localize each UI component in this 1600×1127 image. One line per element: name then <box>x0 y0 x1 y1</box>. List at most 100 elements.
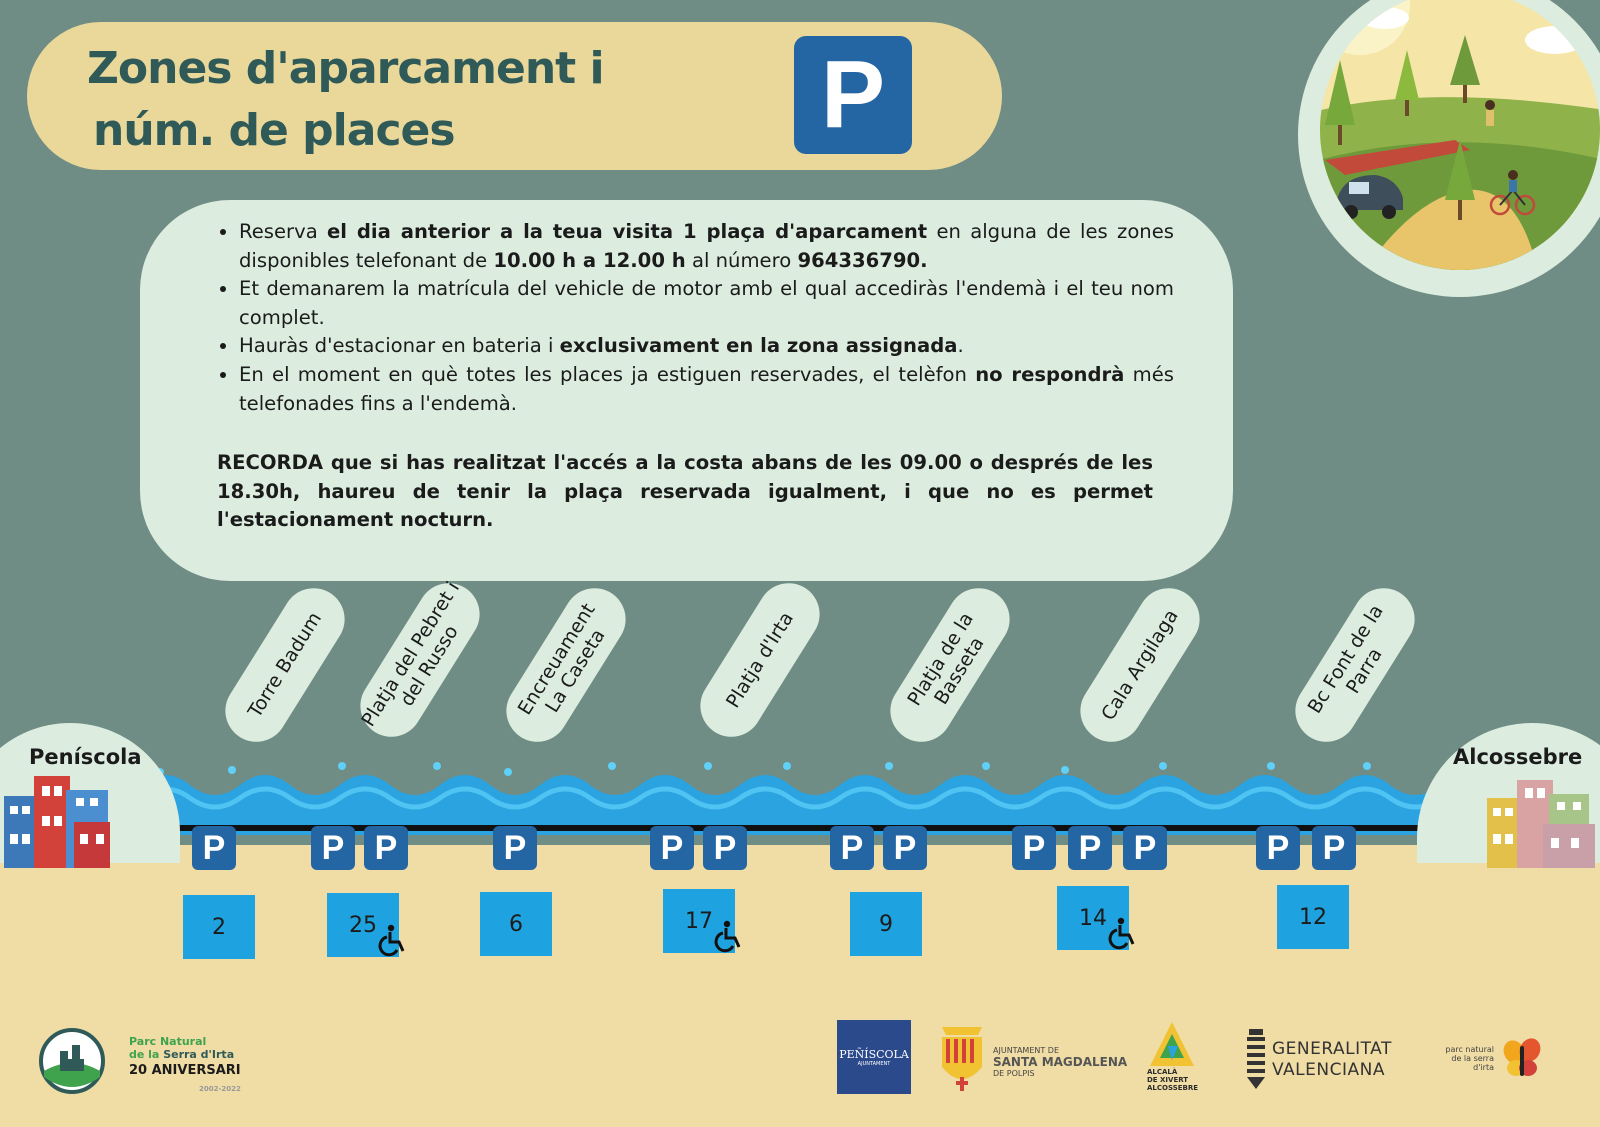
butterfly-icon <box>1503 1038 1541 1076</box>
zone-name: Cala Argilaga <box>1097 605 1183 725</box>
generalitat-valenciana-emblem-icon <box>1247 1029 1265 1089</box>
zone-name-bubble: Cala Argilaga <box>1068 576 1212 754</box>
santa-magdalena-logo-text: AJUNTAMENT DE SANTA MAGDALENA DE POLPIS <box>993 1046 1127 1079</box>
wheelchair-accessible-icon <box>713 919 747 953</box>
pn-line-2: de la serra <box>1451 1054 1494 1063</box>
instruction-text: . <box>957 334 964 358</box>
parc-years: 2002-2022 <box>199 1085 241 1093</box>
pn-line-3: d'irta <box>1473 1063 1494 1072</box>
zone-name-bubble: Encreuament La Caseta <box>494 576 638 754</box>
zone-name: Platja d'Irta <box>721 608 799 712</box>
zone-name: Torre Badum <box>243 608 327 722</box>
parc-line-1: Parc Natural <box>129 1035 207 1048</box>
zone-name: Platja de la Basseta <box>903 608 989 710</box>
instructions-list: Reserva el dia anterior a la teua visita… <box>217 218 1174 418</box>
spaces-number: 12 <box>1299 904 1327 930</box>
title-line-2: núm. de places <box>93 105 456 156</box>
parc-natural-small-logo-text: parc natural de la serra d'irta <box>1438 1045 1494 1072</box>
spaces-number: 25 <box>349 912 377 938</box>
serra-irta-anniversary-logo-icon <box>39 1028 105 1094</box>
parking-marker-icon: P <box>830 826 874 870</box>
coastline-route <box>126 762 1475 844</box>
peniscola-logo-text: PEÑÍSCOLA <box>839 1047 909 1061</box>
parking-marker-icon: P <box>650 826 694 870</box>
alcala-xivert-logo-icon <box>1150 1022 1194 1066</box>
instruction-item: Reserva el dia anterior a la teua visita… <box>239 218 1174 275</box>
parking-spaces-count: 25 <box>327 893 399 957</box>
parking-spaces-count: 12 <box>1277 885 1349 949</box>
parking-spaces-count: 2 <box>183 895 255 959</box>
parc-line-2a: de la <box>129 1048 160 1061</box>
title-line-1: Zones d'aparcament i <box>87 43 605 94</box>
peniscola-logo-sub: AJUNTAMENT <box>857 1060 891 1067</box>
alcala-logo-text: ALCALÀ DE XIVERT ALCOSSEBRE <box>1147 1068 1198 1092</box>
instruction-bold-text: no respondrà <box>975 362 1125 386</box>
parking-marker-icon: P <box>703 826 747 870</box>
reminder-text: RECORDA que si has realitzat l'accés a l… <box>217 451 1153 532</box>
parking-spaces-count: 6 <box>480 892 552 956</box>
end-town-label: Alcossebre <box>1453 745 1583 769</box>
parking-marker-icon: P <box>192 826 236 870</box>
instruction-text: al número <box>685 248 798 272</box>
santa-line-3: DE POLPIS <box>993 1069 1035 1078</box>
spaces-number: 17 <box>685 908 713 934</box>
instruction-text: més telefonades fins a l'endemà. <box>239 362 1175 415</box>
alcala-line-1: ALCALÀ <box>1147 1068 1178 1076</box>
instruction-bold-text: 964336790. <box>797 248 928 272</box>
instruction-bold-text: 10.00 h a 12.00 h <box>493 248 686 272</box>
parking-marker-icon: P <box>493 826 537 870</box>
spaces-number: 14 <box>1079 905 1107 931</box>
instruction-text: En el moment en què totes les places ja … <box>239 362 976 386</box>
zone-name-bubble: Torre Badum <box>213 576 357 754</box>
parking-marker-icon: P <box>364 826 408 870</box>
zone-name: Platja del Pebret i del Russo <box>357 577 465 731</box>
spaces-number: 2 <box>212 914 226 940</box>
spaces-number: 9 <box>879 911 893 937</box>
generalitat-valenciana-logo-text: GENERALITAT VALENCIANA <box>1272 1039 1392 1081</box>
zone-name: Bc Font de la Parra <box>1303 600 1388 718</box>
zone-name: Encreuament La Caseta <box>513 599 610 719</box>
parking-marker-icon: P <box>1123 826 1167 870</box>
instruction-text: Hauràs d'estacionar en bateria i <box>239 334 560 358</box>
info-panel: Reserva el dia anterior a la teua visita… <box>140 200 1233 581</box>
parc-natural-logo-text: Parc Natural de la Serra d'Irta 20 ANIVE… <box>129 1035 241 1096</box>
instruction-text: en alguna de les zones disponibles telef… <box>239 220 1174 272</box>
zone-name-bubble: Platja del Pebret i del Russo <box>348 571 492 749</box>
zone-name-bubble: Platja de la Basseta <box>878 576 1022 754</box>
gv-line-2: VALENCIANA <box>1272 1060 1385 1080</box>
start-town-label: Peníscola <box>29 745 142 769</box>
parking-marker-icon: P <box>883 826 927 870</box>
instruction-bold-text: el dia anterior a la teua visita 1 plaça… <box>327 220 928 243</box>
instruction-text: Et demanarem la matrícula del vehicle de… <box>239 277 1174 329</box>
alcossebre-town-illustration <box>1487 780 1595 868</box>
zone-name-bubble: Bc Font de la Parra <box>1283 576 1427 754</box>
parking-marker-icon: P <box>1256 826 1300 870</box>
parking-spaces-count: 17 <box>663 889 735 953</box>
parc-line-3: 20 ANIVERSARI <box>129 1063 241 1078</box>
santa-magdalena-shield-icon <box>942 1027 982 1091</box>
alcala-line-2: DE XIVERT <box>1147 1076 1189 1084</box>
instruction-item: Hauràs d'estacionar en bateria i exclusi… <box>239 332 1174 361</box>
landscape-illustration <box>1298 0 1600 297</box>
instruction-item: Et demanarem la matrícula del vehicle de… <box>239 275 1174 332</box>
parking-marker-icon: P <box>311 826 355 870</box>
santa-line-2: SANTA MAGDALENA <box>993 1055 1128 1069</box>
pn-line-1: parc natural <box>1445 1045 1494 1054</box>
instruction-bold-text: exclusivament en la zona assignada <box>559 334 958 358</box>
page-title: Zones d'aparcament i núm. de places <box>87 38 707 162</box>
spaces-number: 6 <box>509 911 523 937</box>
parking-marker-icon: P <box>1312 826 1356 870</box>
parking-marker-icon: P <box>1068 826 1112 870</box>
wheelchair-accessible-icon <box>377 923 411 957</box>
wheelchair-accessible-icon <box>1107 916 1141 950</box>
peniscola-council-logo: PEÑÍSCOLA AJUNTAMENT <box>837 1020 911 1094</box>
santa-line-1: AJUNTAMENT DE <box>993 1046 1059 1055</box>
instruction-item: En el moment en què totes les places ja … <box>239 361 1174 418</box>
parc-line-2b: Serra d'Irta <box>159 1048 235 1061</box>
parking-spaces-count: 14 <box>1057 886 1129 950</box>
parking-spaces-count: 9 <box>850 892 922 956</box>
zone-name-bubble: Platja d'Irta <box>688 571 832 749</box>
gv-line-1: GENERALITAT <box>1272 1039 1392 1059</box>
peniscola-town-illustration <box>4 776 110 868</box>
alcala-line-3: ALCOSSEBRE <box>1147 1084 1199 1092</box>
